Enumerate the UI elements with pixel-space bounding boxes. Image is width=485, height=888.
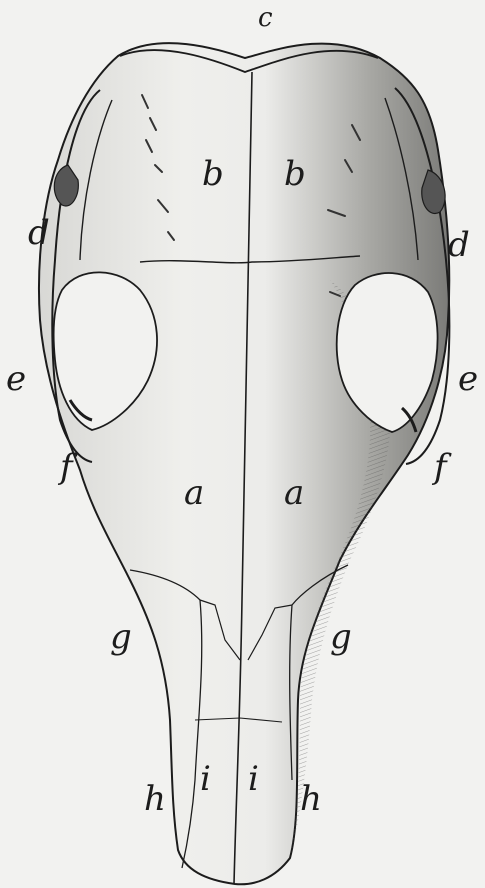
label-e-left: e [6, 359, 26, 399]
label-d-right: d [448, 225, 470, 265]
label-h-left: h [144, 779, 166, 819]
label-a-left: a [184, 473, 204, 513]
label-i-left: i [200, 759, 211, 799]
label-a-right: a [284, 473, 304, 513]
label-i-right: i [248, 759, 259, 799]
label-d-left: d [28, 213, 50, 253]
label-h-right: h [300, 779, 322, 819]
label-b-left: b [202, 154, 224, 194]
label-g-right: g [330, 617, 352, 657]
label-e-right: e [458, 359, 478, 399]
label-b-right: b [284, 154, 306, 194]
label-g-left: g [110, 617, 132, 657]
label-c: c [258, 3, 273, 33]
